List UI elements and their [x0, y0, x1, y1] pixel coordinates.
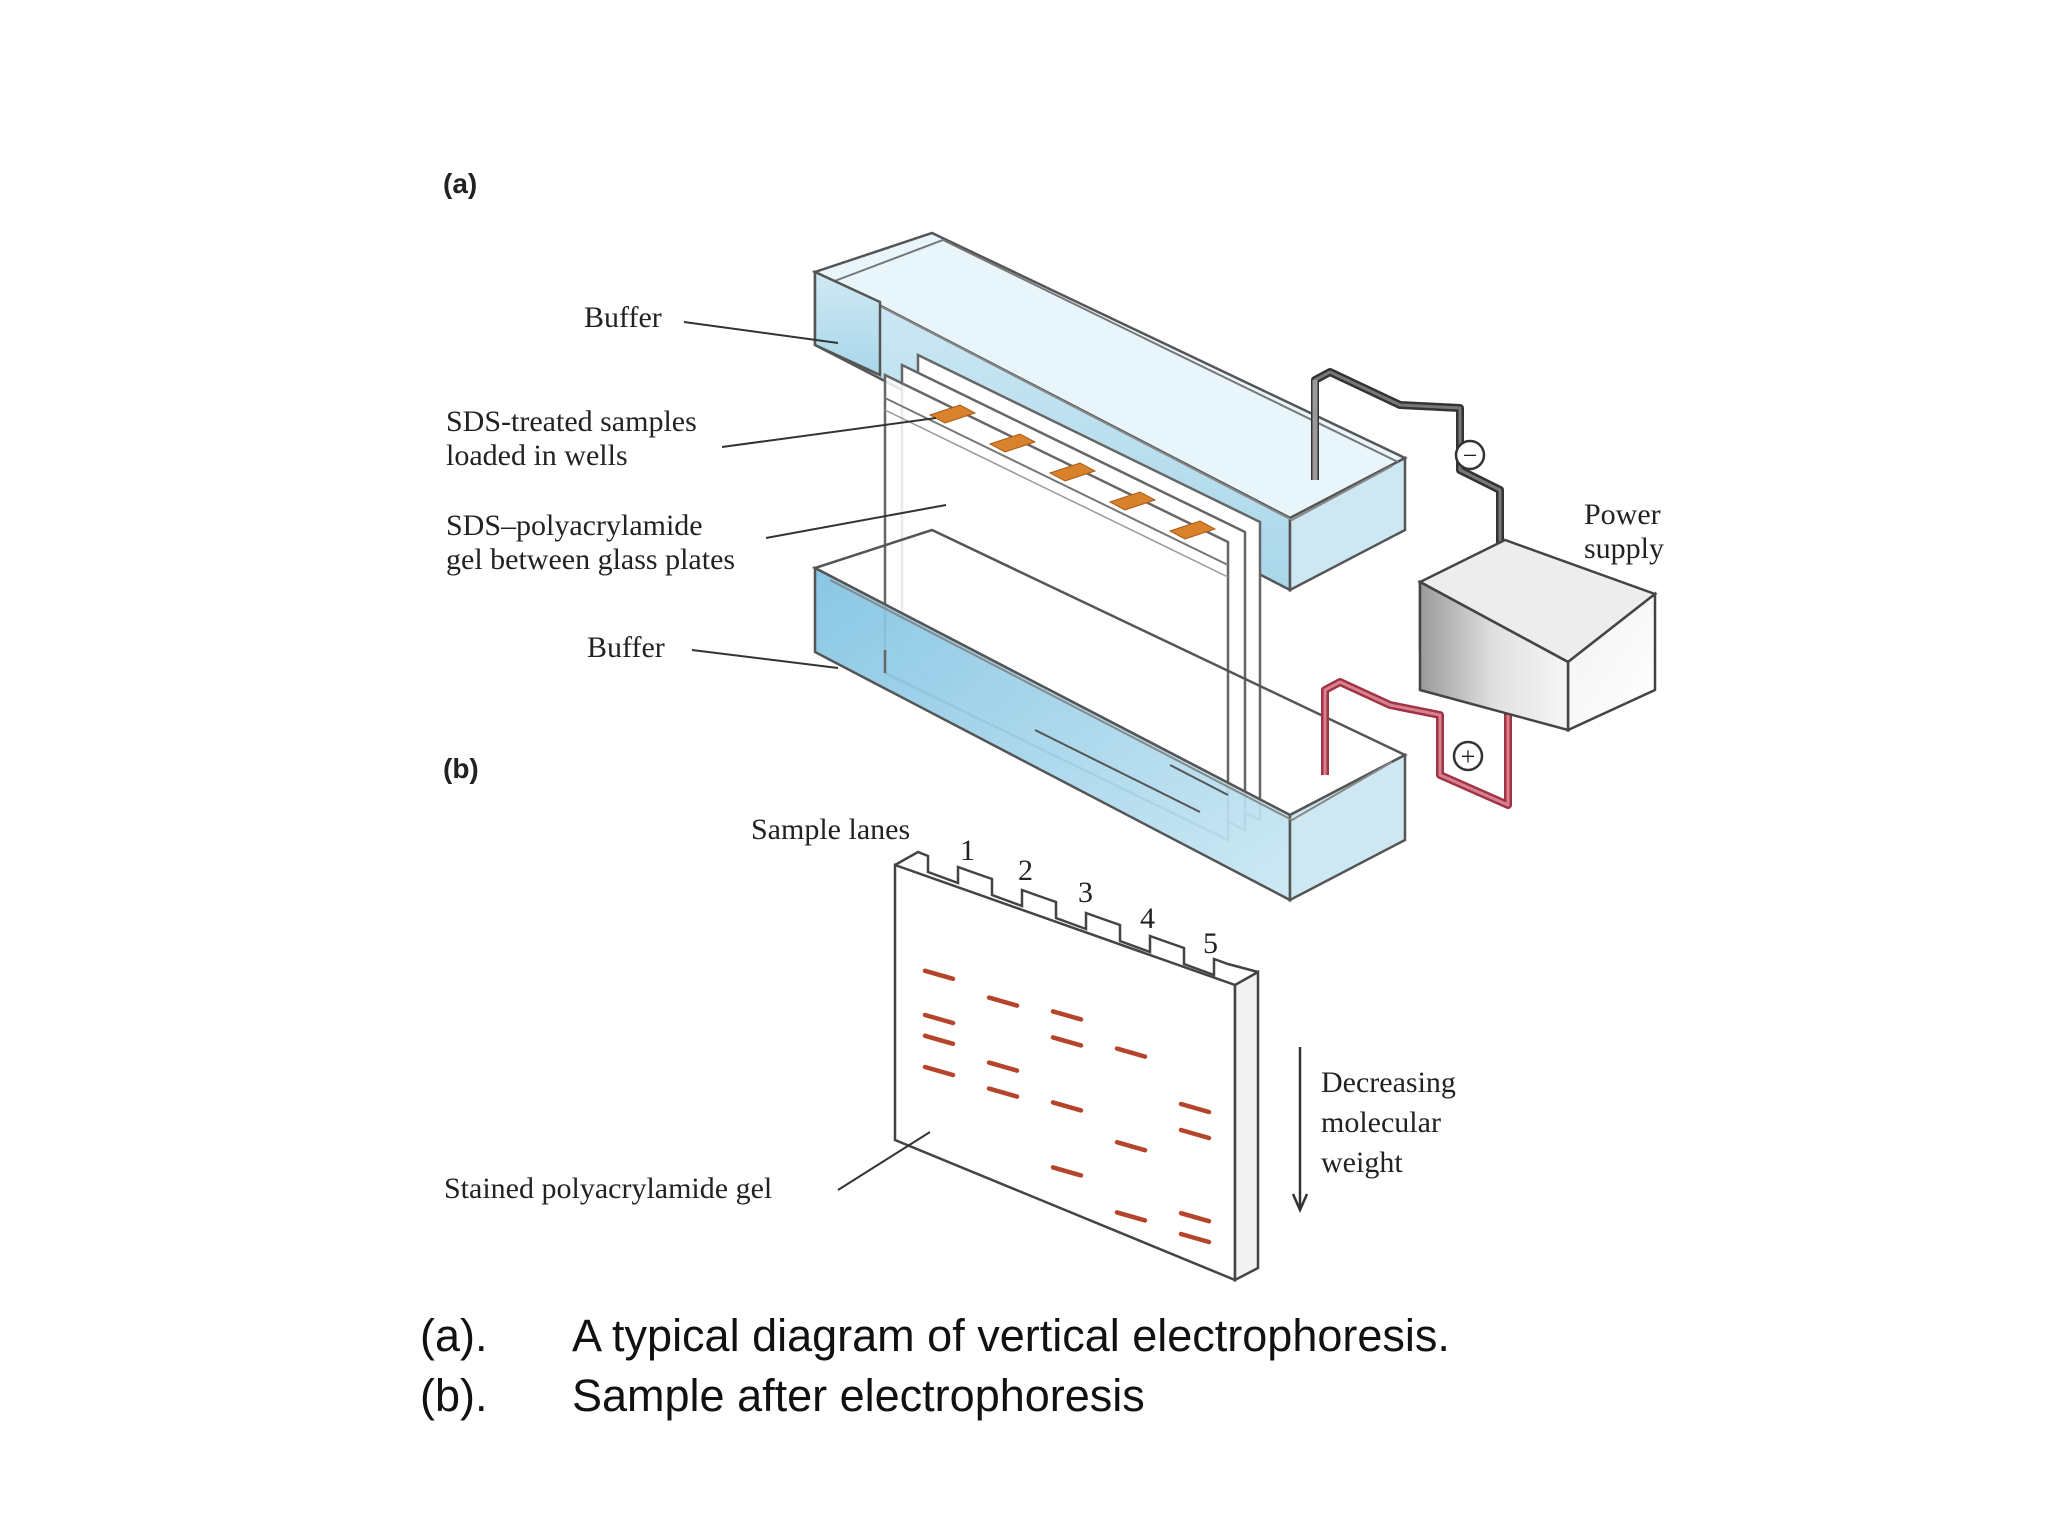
- gel-band: [1050, 1165, 1084, 1178]
- svg-text:Buffer: Buffer: [587, 631, 665, 664]
- svg-text:Sample lanes: Sample lanes: [751, 813, 910, 846]
- gel-band: [1050, 1009, 1084, 1022]
- gel-band: [1178, 1231, 1212, 1245]
- caption-a-tag: (a).: [420, 1310, 488, 1361]
- gel-band: [1114, 1139, 1148, 1153]
- label-stained-gel: Stained polyacrylamide gel: [444, 1131, 931, 1205]
- label-buffer-bottom: Buffer: [587, 631, 839, 669]
- svg-text:supply: supply: [1584, 532, 1664, 565]
- gel-band: [922, 1033, 956, 1047]
- lane-number: 4: [1140, 902, 1155, 935]
- gel-band: [986, 1060, 1020, 1073]
- svg-text:loaded in wells: loaded in wells: [446, 439, 628, 472]
- gel-band: [986, 995, 1020, 1008]
- svg-text:SDS–polyacrylamide: SDS–polyacrylamide: [446, 509, 703, 542]
- lane-number: 5: [1203, 927, 1218, 960]
- panel-b-tag: (b): [443, 753, 479, 784]
- svg-text:Decreasing: Decreasing: [1321, 1066, 1456, 1099]
- lane-number: 3: [1078, 876, 1093, 909]
- gel-band: [986, 1086, 1020, 1099]
- label-sds-samples: SDS-treated samples loaded in wells: [446, 405, 937, 472]
- sample-well: [1048, 462, 1097, 482]
- caption-b-text: Sample after electrophoresis: [572, 1370, 1145, 1421]
- svg-text:SDS-treated samples: SDS-treated samples: [446, 405, 697, 438]
- gel-band: [1114, 1046, 1148, 1059]
- svg-text:Power: Power: [1584, 498, 1661, 531]
- svg-text:Stained polyacrylamide gel: Stained polyacrylamide gel: [444, 1172, 772, 1205]
- power-supply-box: [1417, 538, 1658, 733]
- sample-well: [988, 433, 1037, 453]
- anode-plus-icon: +: [1452, 740, 1484, 772]
- gel-band: [1114, 1210, 1148, 1223]
- svg-text:+: +: [1461, 742, 1476, 771]
- anode-wire: [1321, 678, 1512, 809]
- svg-text:gel between glass plates: gel between glass plates: [446, 543, 735, 576]
- label-buffer-top: Buffer: [584, 301, 839, 344]
- gel-band: [922, 1064, 956, 1078]
- lane-number: 1: [960, 834, 975, 867]
- svg-text:weight: weight: [1321, 1146, 1403, 1179]
- gel-band: [1050, 1100, 1084, 1113]
- caption-b-tag: (b).: [420, 1370, 488, 1421]
- lower-buffer-tank: [811, 528, 1408, 903]
- cathode-minus-icon: −: [1454, 439, 1486, 471]
- svg-text:molecular: molecular: [1321, 1106, 1441, 1139]
- sample-well: [1108, 491, 1157, 511]
- label-sds-gel: SDS–polyacrylamide gel between glass pla…: [446, 504, 947, 576]
- gel-band: [1178, 1101, 1212, 1115]
- caption-a-text: A typical diagram of vertical electropho…: [572, 1310, 1450, 1361]
- gel-bands: [922, 968, 1212, 1245]
- lane-number: 2: [1018, 854, 1033, 887]
- label-power-supply: Power supply: [1584, 498, 1664, 565]
- panel-a-tag: (a): [443, 168, 477, 199]
- gel-band: [1178, 1127, 1212, 1141]
- gel-band: [922, 1012, 956, 1026]
- svg-text:Buffer: Buffer: [584, 301, 662, 334]
- cathode-wire: [1311, 368, 1504, 572]
- sample-well: [928, 404, 977, 424]
- sample-wells: [928, 404, 1217, 540]
- gel-band: [1178, 1210, 1212, 1224]
- gel-band: [1050, 1035, 1084, 1048]
- label-molecular-weight: Decreasing molecular weight: [1321, 1066, 1456, 1179]
- stained-gel: [893, 850, 1260, 1283]
- gel-band: [922, 968, 956, 982]
- label-sample-lanes: Sample lanes: [751, 813, 910, 846]
- lane-numbers: 1 2 3 4 5: [960, 834, 1218, 960]
- svg-text:−: −: [1463, 441, 1478, 470]
- down-arrow-icon: [1291, 1047, 1309, 1214]
- sample-well: [1168, 520, 1217, 540]
